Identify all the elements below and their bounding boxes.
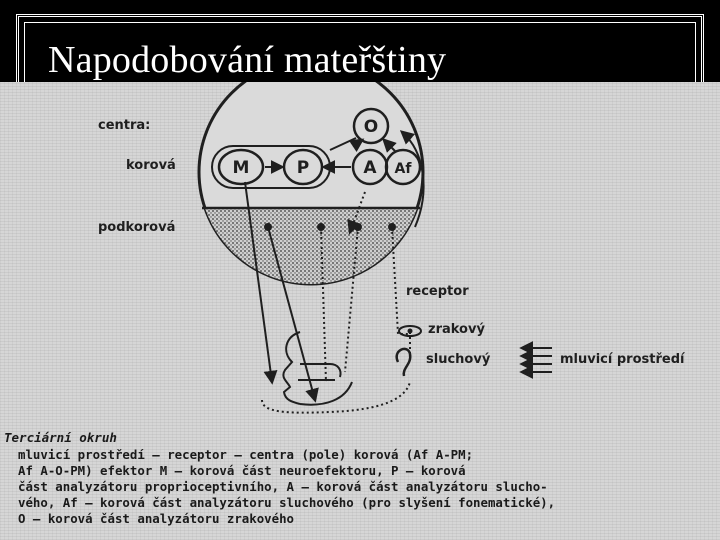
label-sluchovy: sluchový: [426, 352, 490, 367]
caption-line: mluvicí prostředí — receptor — centra (p…: [18, 447, 718, 463]
label-receptor: receptor: [406, 284, 469, 299]
label-podkorova: podkorová: [98, 220, 175, 235]
node-m-label: M: [233, 158, 250, 178]
slide-title: Napodobování mateřštiny: [48, 38, 446, 82]
caption-line: Af A-O-PM) efektor M — korová část neuro…: [18, 463, 718, 479]
head-profile: [262, 332, 410, 413]
node-af-label: Af: [395, 161, 413, 177]
ear-icon: [397, 349, 411, 376]
eye-icon: [399, 326, 421, 336]
caption-title: Terciární okruh: [4, 430, 718, 445]
label-mluvici-prostredi: mluvicí prostředí: [560, 352, 684, 367]
sound-arrows: [522, 348, 552, 372]
node-p-label: P: [297, 158, 309, 178]
label-korova: korová: [126, 158, 176, 173]
label-centra: centra:: [98, 118, 150, 133]
scanned-figure: O M P A Af: [0, 82, 720, 540]
node-o-label: O: [364, 117, 378, 137]
caption-line: vého, Af — korová část analyzátoru sluch…: [18, 495, 718, 511]
node-a-label: A: [363, 158, 377, 178]
figure-caption: Terciární okruh mluvicí prostředí — rece…: [4, 430, 718, 527]
caption-line: část analyzátoru proprioceptivního, A — …: [18, 479, 718, 495]
label-zrakovy: zrakový: [428, 322, 485, 337]
caption-line: O — korová část analyzátoru zrakového: [18, 511, 718, 527]
